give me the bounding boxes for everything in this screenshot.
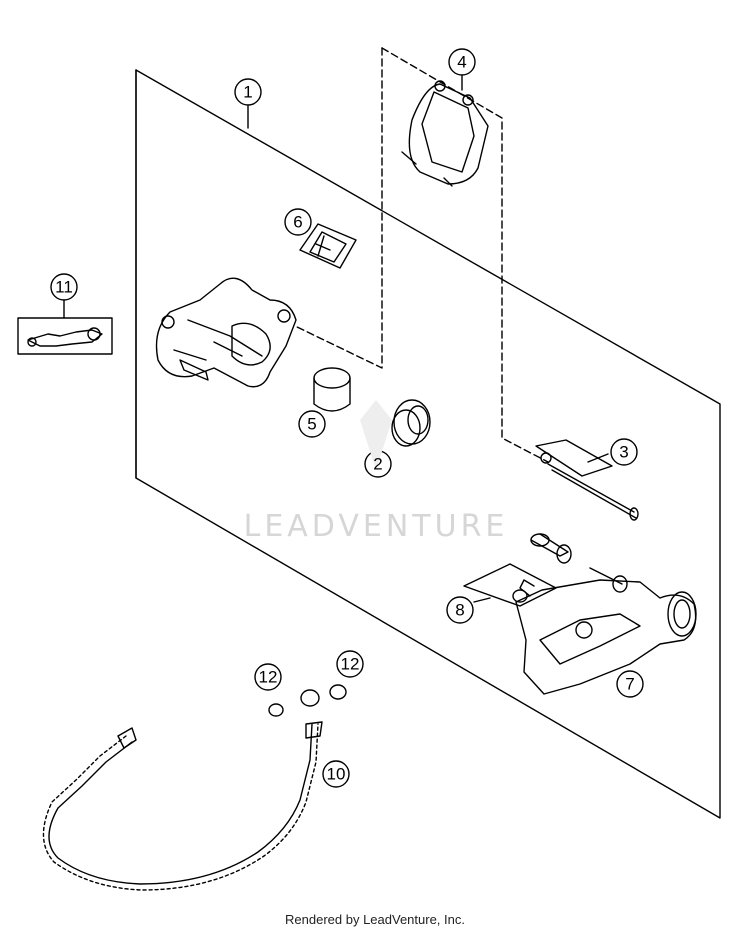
dashed-group-right <box>381 47 549 463</box>
callout-label-6: 6 <box>293 213 302 232</box>
watermark-logo: LEADVENTURE <box>244 400 509 544</box>
callout-circle-5 <box>298 410 326 438</box>
seal-rings-part <box>391 399 431 447</box>
callout-label-2: 2 <box>373 455 382 474</box>
guide-pin-part <box>535 439 639 521</box>
piston-part <box>313 367 351 412</box>
washers-part <box>268 684 347 717</box>
kit-outline-1 <box>135 69 721 819</box>
watermark-text: LEADVENTURE <box>244 509 509 544</box>
callout-label-11: 11 <box>55 278 73 297</box>
callout-circle-10 <box>322 760 350 788</box>
dashed-group-outline <box>294 47 383 369</box>
callout-circle-11 <box>50 273 78 301</box>
callout-label-4: 4 <box>457 53 466 72</box>
callout-circle-4 <box>448 48 476 76</box>
callout-label-12a: 12 <box>259 668 278 687</box>
callout-circle-3 <box>610 438 638 466</box>
pad-spring-part <box>299 223 357 269</box>
callout-circle-7 <box>616 670 644 698</box>
footer-credit: Rendered by LeadVenture, Inc. <box>285 912 465 927</box>
brake-hose-part <box>42 721 323 891</box>
callout-circle-1 <box>234 78 262 106</box>
callout-label-12b: 12 <box>341 655 360 674</box>
callout-circle-12a <box>254 663 282 691</box>
brake-pads-part <box>401 80 489 187</box>
callout-circle-12b <box>336 650 364 678</box>
callout-label-1: 1 <box>243 83 252 102</box>
caliper-bracket-part <box>515 579 697 695</box>
bolts-part <box>463 533 628 607</box>
callout-circle-8 <box>446 596 474 624</box>
bleeder-kit-part <box>17 317 113 355</box>
caliper-body-part <box>155 277 297 388</box>
callout-label-10: 10 <box>327 765 346 784</box>
callout-label-5: 5 <box>307 415 316 434</box>
callout-label-7: 7 <box>625 675 634 694</box>
callout-circle-6 <box>284 208 312 236</box>
leader-8 <box>473 597 491 603</box>
callout-label-8: 8 <box>455 601 464 620</box>
callout-label-3: 3 <box>619 443 628 462</box>
